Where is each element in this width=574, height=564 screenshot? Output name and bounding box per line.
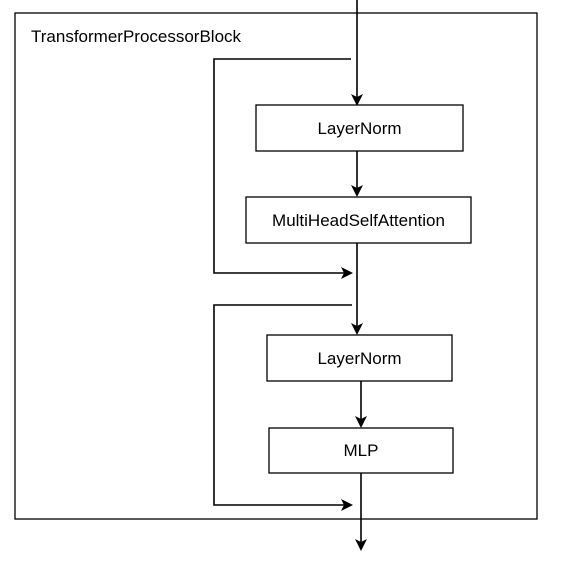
node-mhsa-label: MultiHeadSelfAttention [272, 211, 445, 230]
node-mlp-label: MLP [344, 441, 379, 460]
container-title: TransformerProcessorBlock [31, 27, 242, 46]
edge-skip-1 [213, 58, 353, 279]
node-layernorm-2-label: LayerNorm [317, 349, 401, 368]
node-layernorm-1-box [255, 104, 464, 152]
node-layernorm-1: LayerNorm [255, 104, 464, 152]
container-frame [14, 12, 538, 520]
node-mlp: MLP [268, 427, 454, 474]
edge-skip-2 [213, 304, 353, 511]
node-mlp-box [268, 427, 454, 474]
node-mhsa-box [245, 196, 472, 244]
node-layernorm-1-label: LayerNorm [317, 119, 401, 138]
node-layernorm-2-box [266, 334, 453, 382]
node-multihead-self-attention: MultiHeadSelfAttention [245, 196, 472, 244]
node-layernorm-2: LayerNorm [266, 334, 453, 382]
